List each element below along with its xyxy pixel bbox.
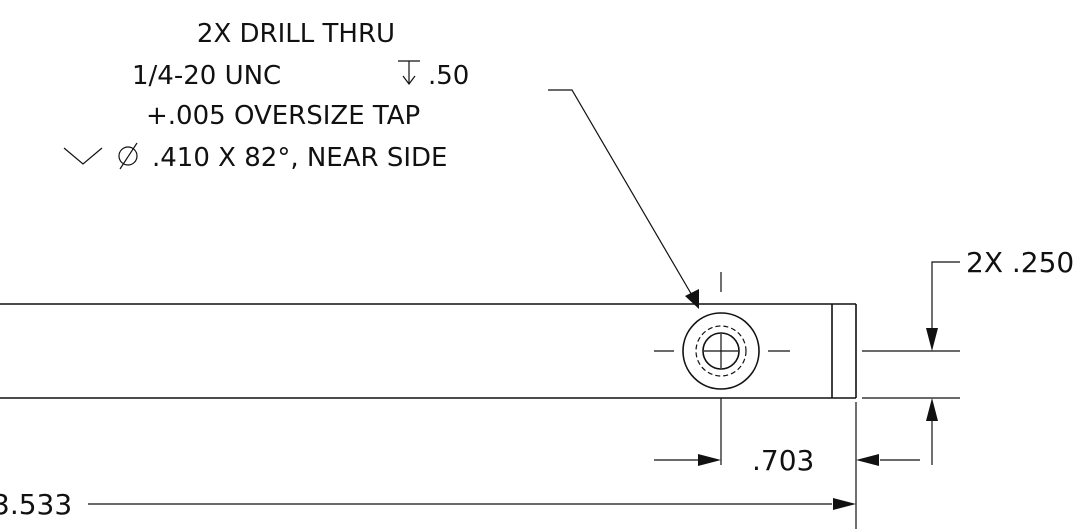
overall-length-dimension: 3.533 xyxy=(0,488,856,521)
overall-length-value: 3.533 xyxy=(0,488,72,521)
hole-callout-note: 2X DRILL THRU 1/4-20 UNC .50 +.005 OVERS… xyxy=(63,19,469,173)
callout-line-1: 2X DRILL THRU xyxy=(197,19,395,49)
hole-centerlines xyxy=(654,272,790,465)
edge-distance-dimension: .703 xyxy=(654,402,920,529)
thickness-value: 2X .250 xyxy=(966,246,1074,279)
tapped-hole xyxy=(654,272,790,465)
part-outline xyxy=(0,303,857,399)
thickness-dimension: 2X .250 xyxy=(862,246,1074,465)
thread-circle xyxy=(695,325,747,377)
drill-circle xyxy=(702,332,740,370)
countersink-symbol-icon xyxy=(63,147,103,165)
callout-line-4: .410 X 82°, NEAR SIDE xyxy=(152,143,447,173)
callout-line-2-depth: .50 xyxy=(428,61,469,91)
callout-line-3: +.005 OVERSIZE TAP xyxy=(146,101,420,131)
depth-symbol-icon xyxy=(398,60,420,85)
callout-line-2-thread: 1/4-20 UNC xyxy=(132,61,281,91)
diameter-symbol-icon xyxy=(118,142,138,170)
callout-leader xyxy=(548,89,699,309)
countersink-circle xyxy=(682,312,760,390)
edge-distance-value: .703 xyxy=(752,444,814,477)
